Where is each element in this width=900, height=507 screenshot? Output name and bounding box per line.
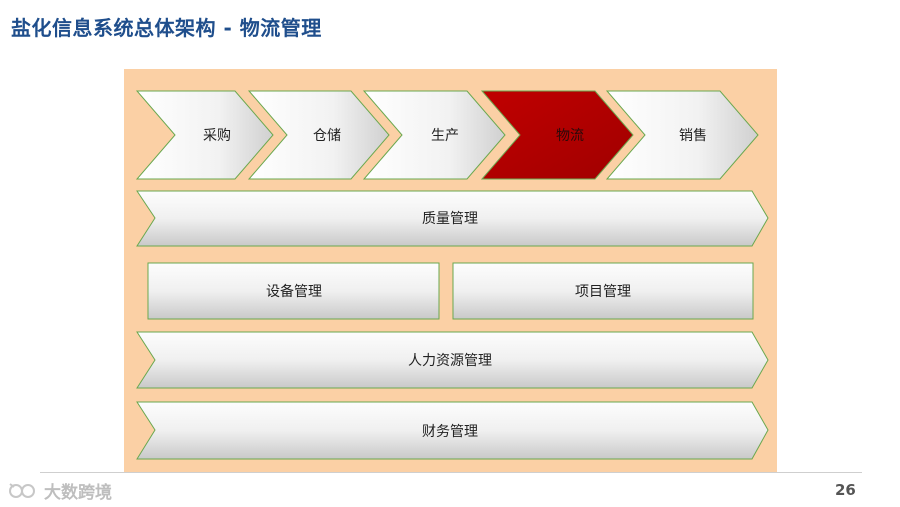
module-project-label: 项目管理 xyxy=(575,284,631,300)
module-hr[interactable]: 人力资源管理 xyxy=(136,331,769,389)
module-finance[interactable]: 财务管理 xyxy=(136,401,769,460)
footer-divider xyxy=(40,472,862,473)
module-quality[interactable]: 质量管理 xyxy=(136,190,769,247)
module-equipment[interactable]: 设备管理 xyxy=(147,262,440,320)
watermark-text: 大数跨境 xyxy=(44,483,112,503)
page-number: 26 xyxy=(835,481,856,499)
module-finance-label: 财务管理 xyxy=(422,424,478,440)
module-hr-label: 人力资源管理 xyxy=(408,353,492,369)
watermark-logo-icon xyxy=(9,482,35,498)
module-equipment-label: 设备管理 xyxy=(266,283,322,300)
chevron-production[interactable]: 生产 xyxy=(362,90,506,180)
page-title: 盐化信息系统总体架构 - 物流管理 xyxy=(11,16,322,40)
chevron-logistics-label: 物流 xyxy=(556,128,584,144)
module-project[interactable]: 项目管理 xyxy=(452,262,754,320)
chevron-production-label: 生产 xyxy=(431,128,459,144)
watermark: 大数跨境 xyxy=(8,478,112,503)
chevron-purchase-label: 采购 xyxy=(203,128,231,144)
module-quality-label: 质量管理 xyxy=(422,211,478,227)
chevron-sales[interactable]: 销售 xyxy=(605,90,759,180)
chevron-sales-label: 销售 xyxy=(679,128,707,144)
chevron-purchase[interactable]: 采购 xyxy=(135,90,274,180)
chevron-logistics-active[interactable]: 物流 xyxy=(480,90,634,180)
chevron-warehouse[interactable]: 仓储 xyxy=(247,90,390,180)
chevron-warehouse-label: 仓储 xyxy=(313,128,341,144)
